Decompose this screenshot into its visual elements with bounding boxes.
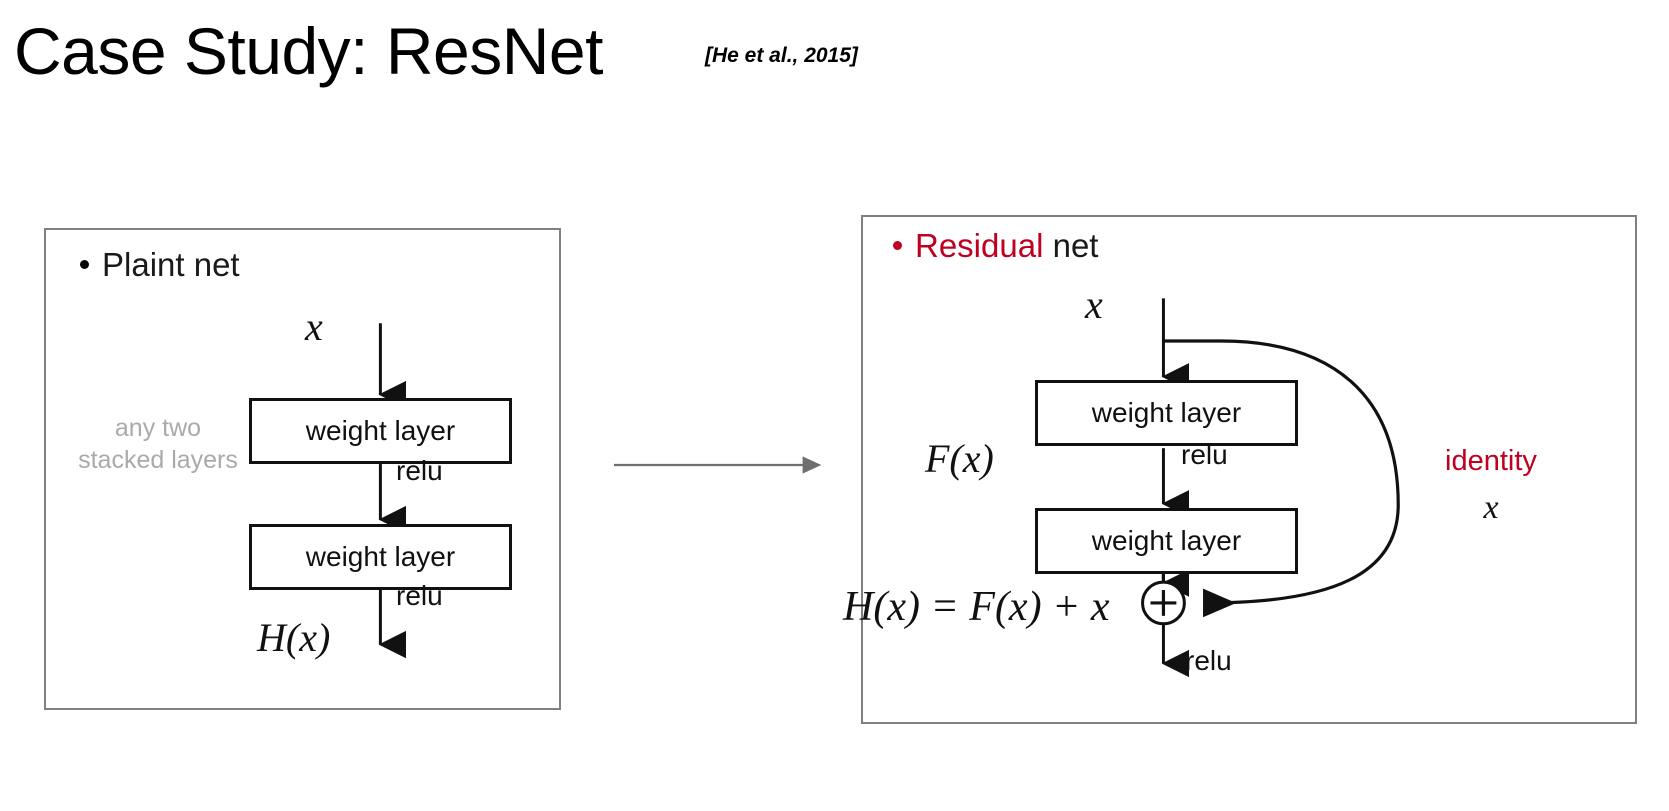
plain-weight-layer-1-label: weight layer bbox=[305, 415, 456, 446]
residual-input-label: x bbox=[1085, 282, 1103, 327]
page-title: Case Study: ResNet bbox=[14, 14, 603, 88]
bullet-icon bbox=[893, 241, 902, 251]
residual-relu-label-1: relu bbox=[1181, 439, 1228, 470]
plain-input-label: x bbox=[305, 304, 323, 349]
stacked-layers-note-line2: stacked layers bbox=[78, 446, 238, 474]
residual-weight-layer-1-label: weight layer bbox=[1091, 397, 1242, 428]
residual-relu-label-2: relu bbox=[1185, 645, 1232, 676]
identity-value-label: x bbox=[1483, 489, 1499, 526]
residual-net-heading-rest: net bbox=[1043, 227, 1099, 264]
plain-output-label: H(x) bbox=[257, 615, 331, 660]
residual-net-heading-keyword: Residual bbox=[915, 227, 1044, 264]
plain-weight-layer-2-label: weight layer bbox=[305, 541, 456, 572]
residual-net-heading: Residual net bbox=[893, 227, 1098, 265]
residual-function-label: F(x) bbox=[925, 436, 994, 481]
plain-net-heading: Plaint net bbox=[80, 246, 240, 284]
residual-weight-layer-2-label: weight layer bbox=[1091, 525, 1242, 556]
stacked-layers-note-line1: any two bbox=[114, 414, 202, 442]
plain-weight-layer-1[interactable]: weight layer bbox=[249, 398, 512, 464]
residual-weight-layer-2[interactable]: weight layer bbox=[1035, 508, 1298, 574]
plain-relu-label-1: relu bbox=[396, 455, 443, 486]
identity-label: identity bbox=[1445, 445, 1537, 477]
bullet-icon bbox=[80, 260, 89, 270]
residual-equation-label: H(x) = F(x) + x bbox=[843, 584, 1110, 630]
transition-arrow-icon bbox=[614, 456, 822, 474]
citation-label: [He et al., 2015] bbox=[705, 44, 858, 67]
residual-weight-layer-1[interactable]: weight layer bbox=[1035, 380, 1298, 446]
plain-weight-layer-2[interactable]: weight layer bbox=[249, 524, 512, 590]
plain-net-panel: Plaint net any two stacked layers x weig… bbox=[44, 228, 561, 710]
plain-relu-label-2: relu bbox=[396, 580, 443, 611]
plain-net-heading-label: Plaint net bbox=[102, 246, 240, 283]
residual-net-panel: Residual net bbox=[843, 215, 1637, 724]
stacked-layers-note: any two stacked layers bbox=[73, 412, 243, 476]
